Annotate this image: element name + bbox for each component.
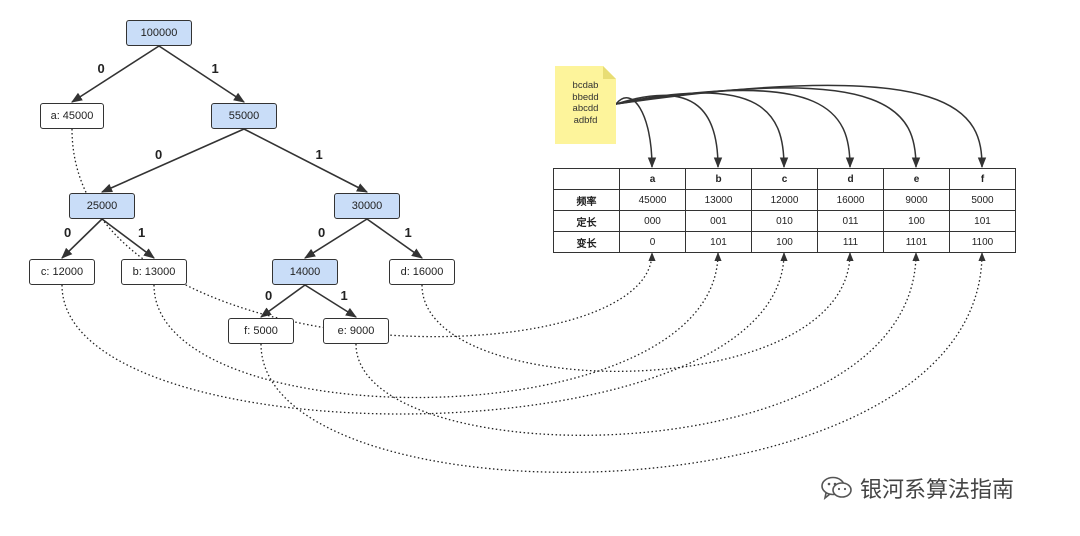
tree-internal-node: 100000 <box>126 20 192 46</box>
encoding-table: a b c d e f 频率 45000 13000 12000 16000 9… <box>553 168 1016 253</box>
tree-internal-node: 55000 <box>211 103 277 129</box>
tree-edge <box>304 218 368 259</box>
edge-bit-label: 0 <box>64 225 72 240</box>
input-strings-note: bcdab bbedd abcdd adbfd <box>555 66 616 144</box>
tree-edge <box>71 45 160 103</box>
edge-bit-label: 1 <box>138 225 146 240</box>
tree-edge <box>61 218 103 259</box>
tree-edge <box>158 45 245 103</box>
table-cell: 111 <box>817 231 884 253</box>
note-line: adbfd <box>573 114 598 126</box>
note-arrow <box>615 97 657 169</box>
tree-leaf-node: e: 9000 <box>323 318 389 344</box>
tree-edge <box>100 128 245 193</box>
table-header-cell: e <box>883 168 950 190</box>
tree-internal-node: 14000 <box>272 259 338 285</box>
tree-leaf-node: d: 16000 <box>389 259 455 285</box>
table-header-cell: a <box>619 168 686 190</box>
tree-edge <box>366 218 423 259</box>
table-row-frequency: 频率 45000 13000 12000 16000 9000 5000 <box>553 189 1016 211</box>
watermark: 银河系算法指南 <box>820 474 1015 503</box>
note-line: bcdab <box>572 80 599 91</box>
table-cell: 45000 <box>619 189 686 211</box>
tree-edge <box>304 284 357 318</box>
dotted-code-link <box>153 252 722 399</box>
dotted-code-link <box>421 252 854 372</box>
note-arrow <box>615 87 921 169</box>
edge-bit-label: 0 <box>155 147 163 162</box>
note-arrow <box>615 94 723 169</box>
wechat-icon <box>821 476 852 500</box>
tree-leaf-node: a: 45000 <box>40 103 104 129</box>
watermark-text: 银河系算法指南 <box>860 478 1015 503</box>
tree-internal-node: 25000 <box>69 193 135 219</box>
edge-bit-label: 1 <box>315 147 323 162</box>
table-header-cell: d <box>817 168 884 190</box>
table-cell: 16000 <box>817 189 884 211</box>
tree-edges <box>61 45 423 318</box>
table-header-row: a b c d e f <box>553 168 1016 190</box>
table-header-cell <box>553 168 620 190</box>
table-cell: 001 <box>685 210 752 232</box>
note-arrow <box>615 84 987 169</box>
table-cell: 13000 <box>685 189 752 211</box>
table-header-cell: c <box>751 168 818 190</box>
row-label: 变长 <box>553 231 620 253</box>
note-to-table-arrows <box>615 84 987 169</box>
table-cell: 1100 <box>949 231 1016 253</box>
table-cell: 9000 <box>883 189 950 211</box>
row-label: 频率 <box>553 189 620 211</box>
tree-edge <box>260 284 306 318</box>
table-header-cell: b <box>685 168 752 190</box>
tree-leaf-node: b: 13000 <box>121 259 187 285</box>
tree-internal-node: 30000 <box>334 193 400 219</box>
tree-leaf-node: c: 12000 <box>29 259 95 285</box>
table-row-variable-length: 变长 0 101 100 111 1101 1100 <box>553 231 1016 253</box>
leaf-to-code-dotted-links <box>61 128 986 473</box>
row-label: 定长 <box>553 210 620 232</box>
edge-bit-label: 1 <box>211 60 219 76</box>
edge-bit-label: 0 <box>318 225 326 240</box>
tree-leaf-node: f: 5000 <box>228 318 294 344</box>
note-line: abcdd <box>572 103 599 114</box>
note-arrow <box>615 92 789 169</box>
tree-edge <box>243 128 368 193</box>
edge-bit-label: 1 <box>404 225 412 240</box>
table-header-cell: f <box>949 168 1016 190</box>
table-cell: 011 <box>817 210 884 232</box>
table-cell: 000 <box>619 210 686 232</box>
table-cell: 100 <box>751 231 818 253</box>
table-cell: 5000 <box>949 189 1016 211</box>
table-cell: 12000 <box>751 189 818 211</box>
note-line: bbedd <box>572 91 599 103</box>
table-cell: 100 <box>883 210 950 232</box>
dotted-code-link <box>355 252 920 436</box>
table-cell: 0 <box>619 231 686 253</box>
table-cell: 101 <box>685 231 752 253</box>
table-cell: 1101 <box>883 231 950 253</box>
edge-bit-label: 0 <box>97 60 105 76</box>
edge-bit-label: 1 <box>340 287 348 303</box>
edge-bit-label: 0 <box>265 287 273 303</box>
dotted-code-link <box>260 252 986 473</box>
table-cell: 010 <box>751 210 818 232</box>
table-cell: 101 <box>949 210 1016 232</box>
tree-edge <box>101 218 155 259</box>
table-row-fixed-length: 定长 000 001 010 011 100 101 <box>553 210 1016 232</box>
dotted-code-link <box>61 252 788 415</box>
